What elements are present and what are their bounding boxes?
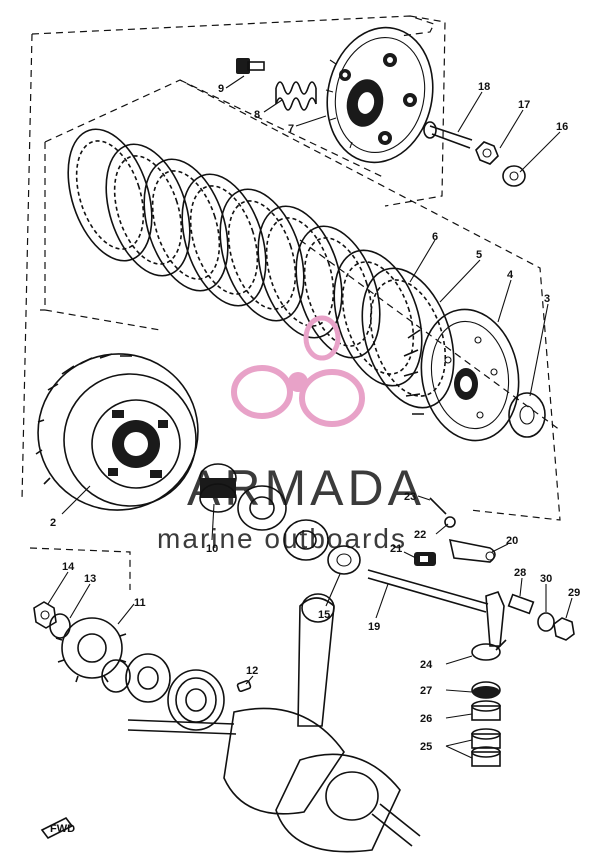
- plate-2: [105, 143, 191, 277]
- callout-24: 24: [420, 659, 433, 671]
- callout-16: 16: [556, 121, 568, 133]
- lower-dashed-frame: [29, 547, 131, 590]
- callout-3: 3: [544, 293, 550, 305]
- woodruff-key: [236, 679, 252, 693]
- bearing-26: [471, 700, 501, 721]
- screw-22: [444, 516, 456, 528]
- crank-gear-b: [125, 653, 171, 703]
- nut: [475, 141, 499, 165]
- thrust-washer: [508, 392, 546, 438]
- watermark-tagline: marine outboards: [157, 523, 407, 554]
- bolt: [236, 58, 265, 74]
- callout-7: 7: [288, 123, 294, 135]
- callout-26: 26: [420, 713, 432, 725]
- callout-30: 30: [540, 573, 552, 585]
- callout-13: 13: [84, 573, 96, 585]
- callout-11: 11: [134, 597, 146, 609]
- pinion-gear-upper: [237, 485, 287, 531]
- clutch-housing: [35, 353, 199, 511]
- push-lever-shaft: [367, 569, 505, 647]
- oil-seal: [327, 545, 361, 575]
- plate-1: [67, 128, 153, 262]
- plate-6: [257, 205, 343, 339]
- callout-27: 27: [420, 685, 432, 697]
- circlip: [471, 639, 507, 661]
- fwd-marker: FWD: [40, 816, 75, 840]
- crank-gear-a: [101, 659, 131, 693]
- callout-12: 12: [246, 665, 258, 677]
- plate-5: [219, 188, 305, 322]
- collar: [199, 463, 237, 513]
- callout-19: 19: [368, 621, 380, 633]
- callout-18-upper: 18: [478, 81, 490, 93]
- crank-bearing: [167, 669, 225, 731]
- callout-28: 28: [514, 567, 526, 579]
- callout-2: 2: [50, 517, 56, 529]
- callout-21: 21: [390, 543, 402, 555]
- crankshaft: [127, 593, 421, 853]
- plate-7: [295, 225, 381, 359]
- pressure-plate: [325, 26, 434, 164]
- plate-4: [181, 173, 267, 307]
- leader-lines: [47, 75, 573, 759]
- spacer: [471, 681, 501, 699]
- primary-drive-gear: [55, 617, 127, 683]
- callout-14: 14: [62, 561, 75, 573]
- callout-22: 22: [414, 529, 426, 541]
- callout-25: 25: [420, 741, 432, 753]
- push-lever: [448, 538, 496, 563]
- callout-8: 8: [254, 109, 260, 121]
- callout-23: 23: [404, 491, 416, 503]
- callout-29: 29: [568, 587, 580, 599]
- plate-3: [143, 158, 229, 292]
- locknut: [553, 617, 575, 641]
- fwd-label: FWD: [50, 823, 75, 835]
- pinion-gear-lower: [283, 519, 329, 561]
- lock-washer: [49, 613, 71, 639]
- washer-30: [537, 612, 555, 632]
- callout-10: 10: [206, 543, 218, 555]
- upper-dashed-frame: [21, 15, 446, 501]
- clutch-boss: [403, 308, 520, 442]
- callout-4: 4: [507, 269, 514, 281]
- callout-numbers: 9 8 7 18 17 16 6 5 4 3 2 10 11 13 14 12 …: [50, 81, 580, 753]
- callout-17: 17: [518, 99, 530, 111]
- push-rod: [423, 121, 473, 149]
- bracket: [414, 552, 436, 566]
- armada-logo: [231, 315, 365, 427]
- bearing-25: [471, 728, 501, 767]
- callout-9: 9: [218, 83, 224, 95]
- callout-6: 6: [432, 231, 438, 243]
- pin-23: [429, 497, 447, 515]
- callout-15: 15: [318, 609, 330, 621]
- adjusting-screw: [507, 593, 535, 615]
- friction-plate: [333, 249, 423, 387]
- washer: [502, 165, 526, 187]
- callout-5: 5: [476, 249, 482, 261]
- nut-14: [33, 601, 57, 629]
- clutch-spring: [275, 81, 317, 111]
- callout-20: 20: [506, 535, 518, 547]
